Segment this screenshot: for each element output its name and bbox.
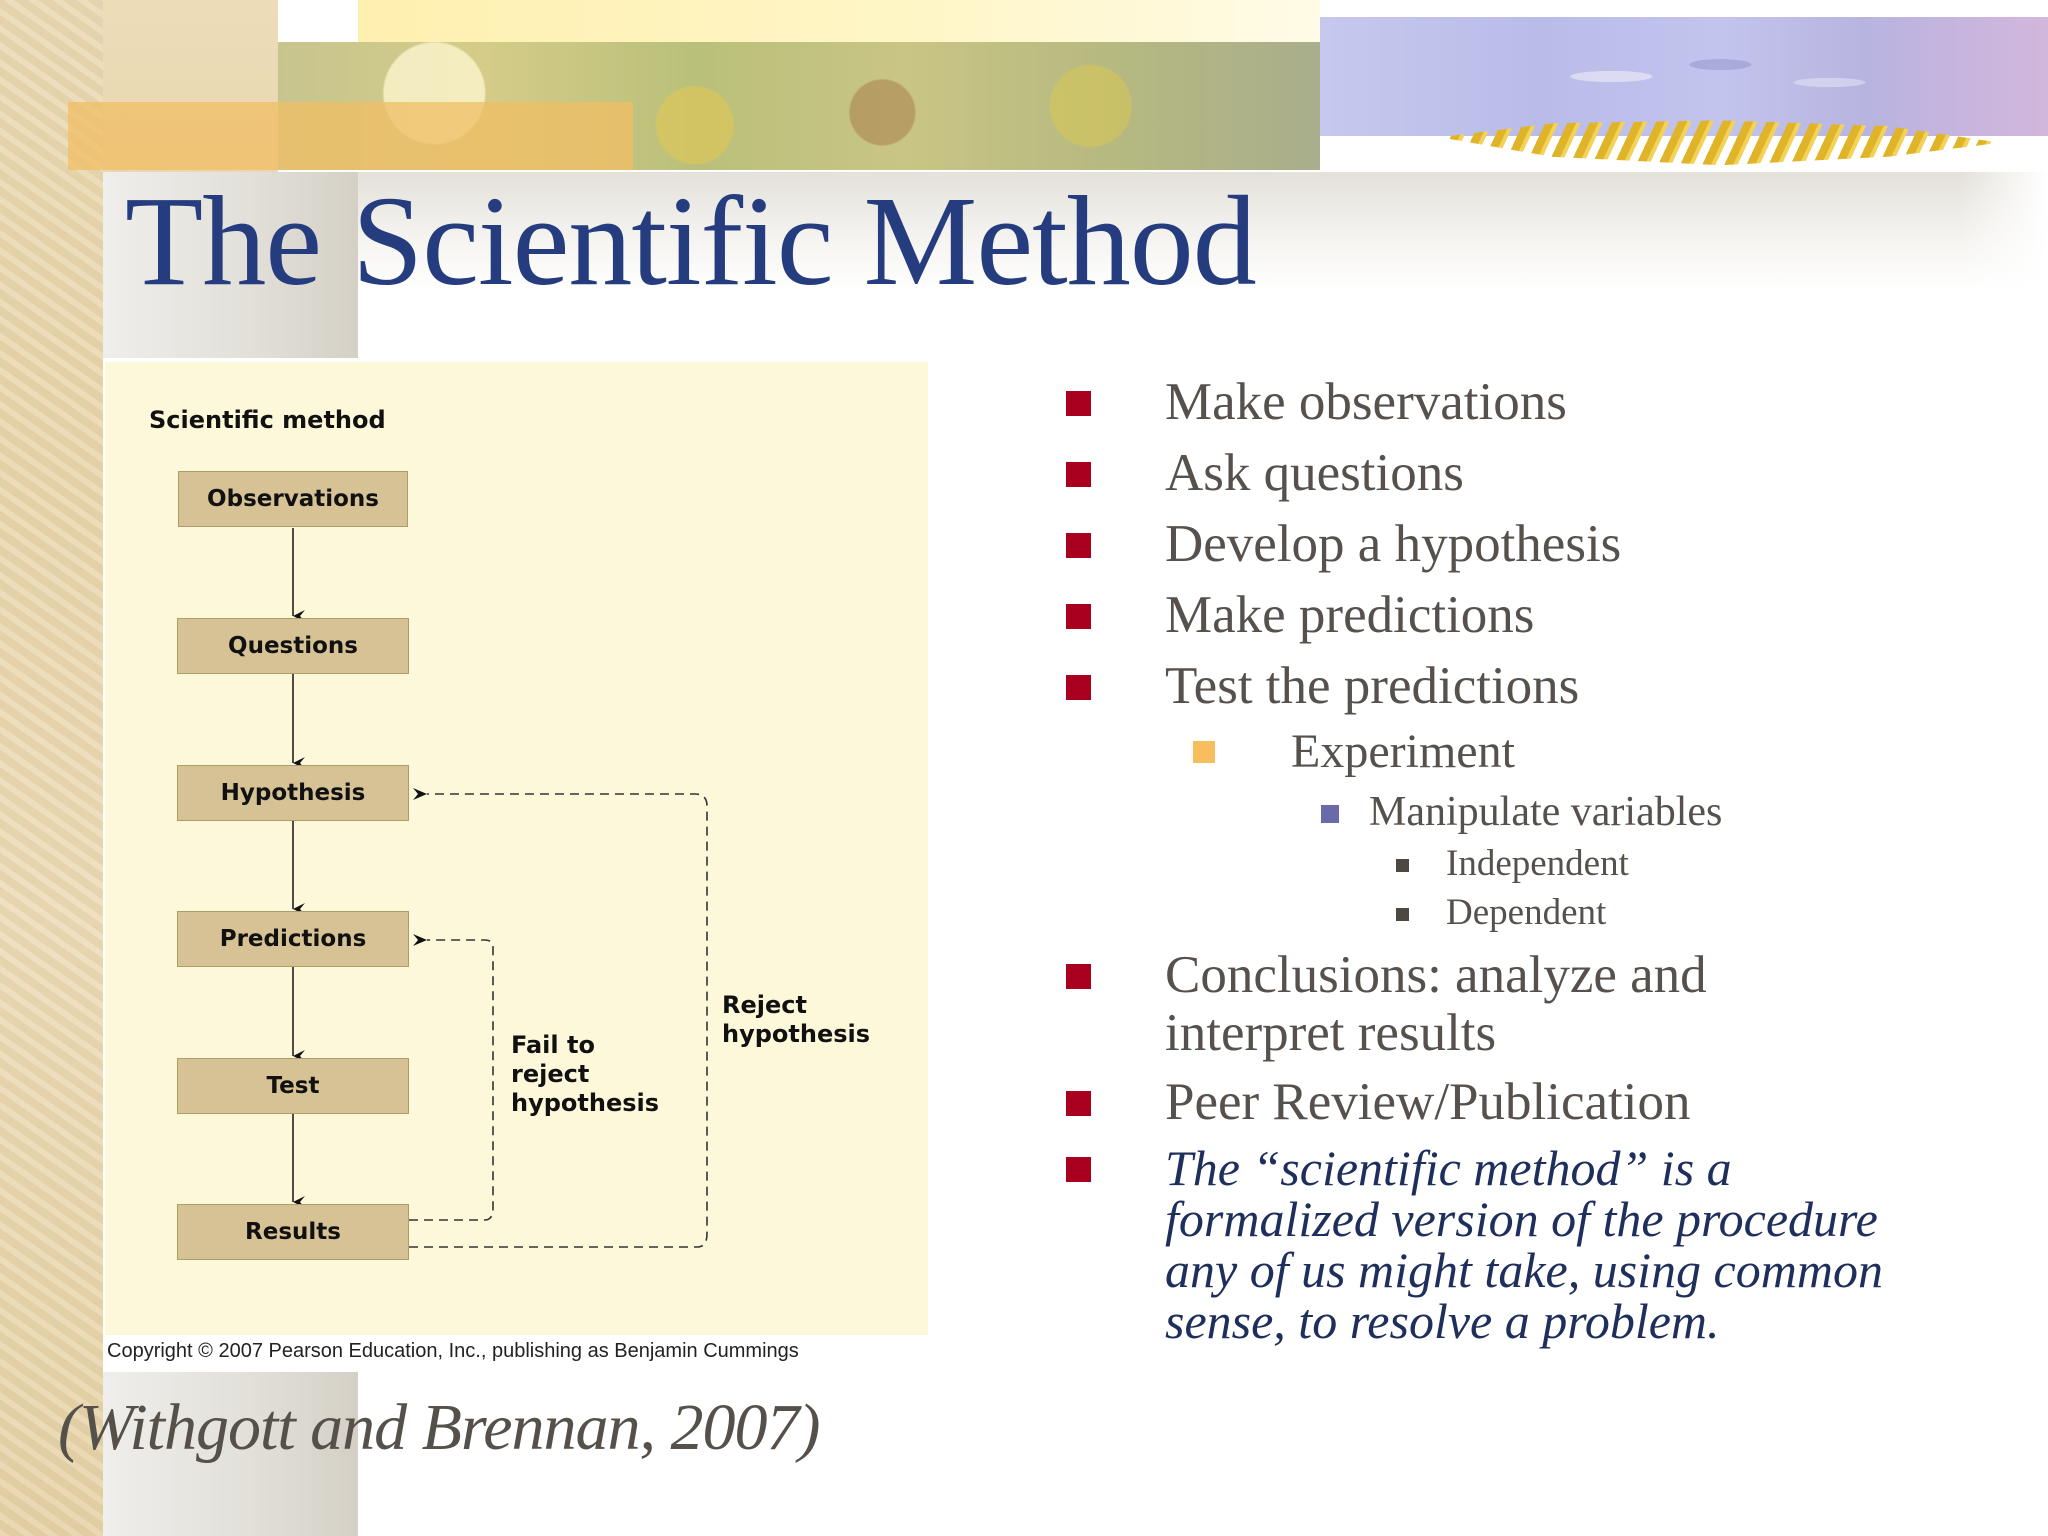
bullet-text: Test the predictions bbox=[1165, 657, 1580, 715]
bullet-note-text: The “scientific method” is a formalized … bbox=[1165, 1143, 1883, 1347]
label-line: Reject bbox=[722, 991, 807, 1019]
gray-square-bullet-icon bbox=[1396, 908, 1409, 921]
label-line: reject bbox=[511, 1060, 590, 1088]
step-predictions: Predictions bbox=[177, 911, 409, 967]
bullet-text: Make predictions bbox=[1165, 586, 1535, 644]
bullet-text-line: formalized version of the procedure bbox=[1165, 1191, 1878, 1247]
red-square-bullet-icon bbox=[1066, 1091, 1091, 1116]
bullet-text-line: sense, to resolve a problem. bbox=[1165, 1293, 1720, 1349]
reject-hypothesis-label: Reject hypothesis bbox=[722, 991, 870, 1049]
label-line: hypothesis bbox=[511, 1089, 660, 1117]
fail-to-reject-label: Fail to reject hypothesis bbox=[511, 1031, 659, 1118]
red-square-bullet-icon bbox=[1066, 1157, 1091, 1182]
bullet-text: Make observations bbox=[1165, 373, 1567, 431]
step-results: Results bbox=[177, 1204, 409, 1260]
header-collage-yellow bbox=[358, 0, 1320, 42]
diagram-connectors bbox=[292, 528, 708, 1248]
gray-accent-block-top bbox=[103, 172, 358, 358]
bullet-text: Peer Review/Publication bbox=[1165, 1073, 1691, 1131]
bullet-text-line: any of us might take, using common bbox=[1165, 1242, 1883, 1298]
red-square-bullet-icon bbox=[1066, 675, 1091, 700]
orange-square-bullet-icon bbox=[1193, 741, 1215, 763]
citation: (Withgott and Brennan, 2007) bbox=[58, 1391, 820, 1464]
step-test: Test bbox=[177, 1058, 409, 1114]
title-shadow-fade bbox=[1960, 172, 2048, 332]
bullet-text: Experiment bbox=[1291, 725, 1515, 778]
bullet-text: Ask questions bbox=[1165, 444, 1464, 502]
bullet-text: Develop a hypothesis bbox=[1165, 515, 1622, 573]
bullet-text: Dependent bbox=[1446, 892, 1607, 933]
slide-title: The Scientific Method bbox=[125, 170, 1257, 312]
gray-square-bullet-icon bbox=[1396, 859, 1409, 872]
gray-accent-block-bottom bbox=[103, 1372, 358, 1536]
red-square-bullet-icon bbox=[1066, 604, 1091, 629]
bullet-text-line: Conclusions: analyze and bbox=[1165, 946, 1707, 1004]
step-questions: Questions bbox=[177, 618, 409, 674]
parchment-strip bbox=[0, 0, 103, 1536]
header-collage-blue bbox=[1320, 17, 2048, 136]
header-orange-band bbox=[68, 102, 633, 170]
red-square-bullet-icon bbox=[1066, 964, 1091, 989]
feedback-loops bbox=[409, 788, 708, 1248]
step-observations: Observations bbox=[178, 471, 408, 527]
purple-square-bullet-icon bbox=[1321, 805, 1339, 823]
bullet-text-line: The “scientific method” is a bbox=[1165, 1140, 1732, 1196]
red-square-bullet-icon bbox=[1066, 391, 1091, 416]
red-square-bullet-icon bbox=[1066, 462, 1091, 487]
scientific-method-diagram: Scientific method Observations Questions… bbox=[105, 362, 928, 1335]
bullet-text: Conclusions: analyze and interpret resul… bbox=[1165, 946, 1707, 1062]
bullet-text-line: interpret results bbox=[1165, 1004, 1497, 1062]
copyright-notice: Copyright © 2007 Pearson Education, Inc.… bbox=[107, 1340, 799, 1362]
label-line: hypothesis bbox=[722, 1020, 871, 1048]
title-shadow bbox=[358, 172, 2048, 292]
bullet-text: Manipulate variables bbox=[1369, 789, 1723, 835]
step-hypothesis: Hypothesis bbox=[177, 765, 409, 821]
label-line: Fail to bbox=[511, 1031, 595, 1059]
bullet-text: Independent bbox=[1446, 843, 1629, 884]
diagram-title: Scientific method bbox=[149, 406, 386, 434]
red-square-bullet-icon bbox=[1066, 533, 1091, 558]
